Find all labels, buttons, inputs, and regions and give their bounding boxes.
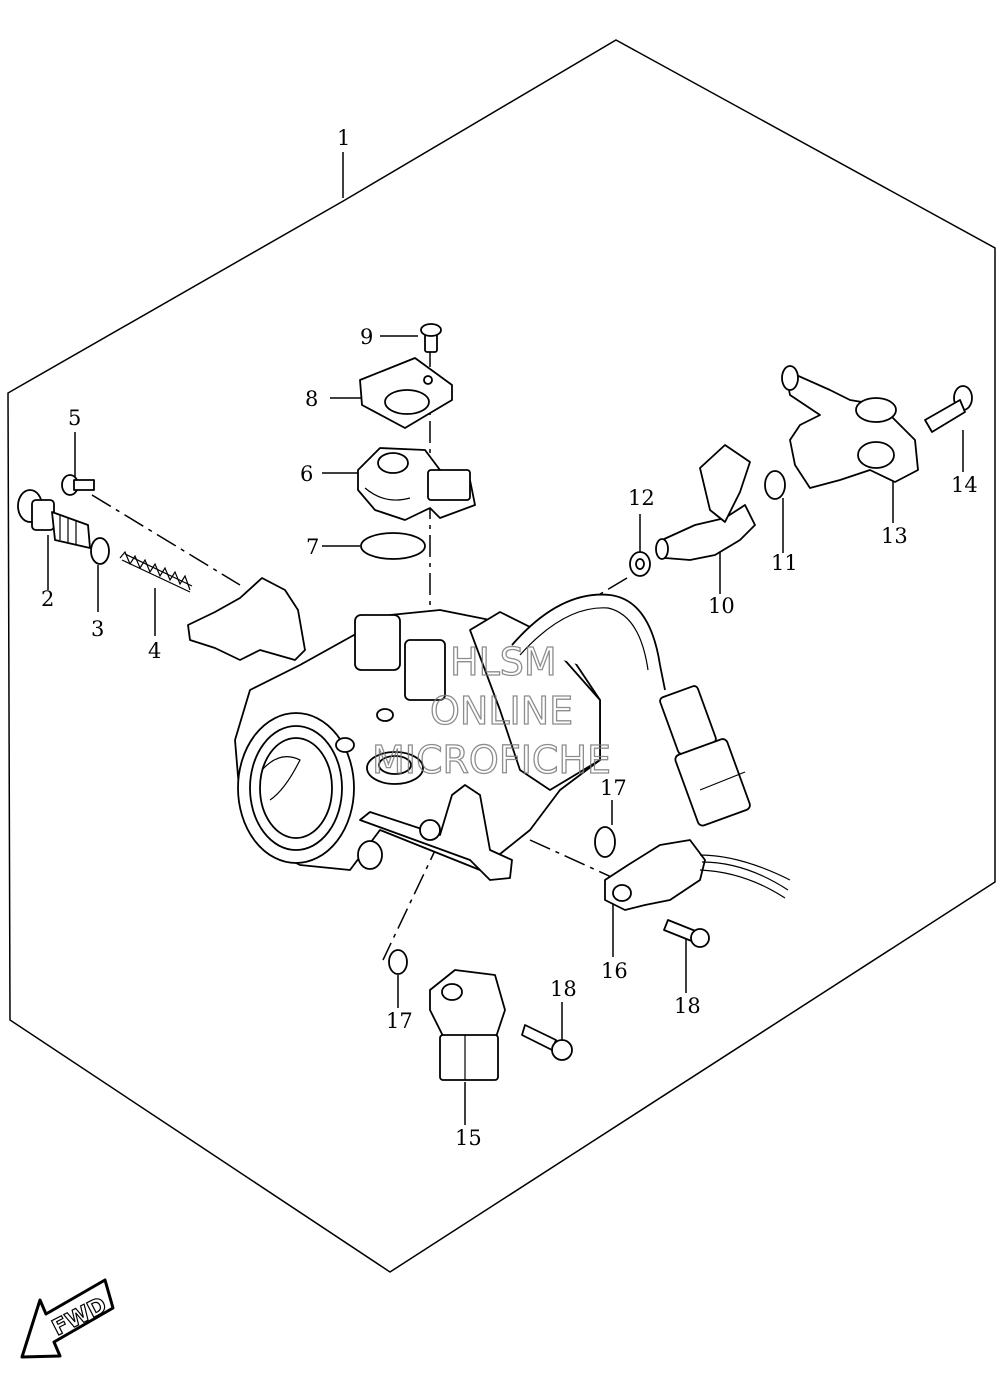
watermark: HLSM ONLINE MICROFICHE	[371, 639, 611, 782]
part-18-bolt-upper	[663, 919, 710, 948]
callout-15: 15	[455, 1126, 482, 1150]
part-17-oring-lower	[388, 949, 408, 975]
part-10-injector	[655, 444, 756, 561]
part-18-bolt-lower	[521, 1024, 573, 1061]
callout-10: 10	[708, 594, 735, 618]
leader-lines	[47, 152, 964, 1125]
part-6-sensor	[357, 447, 476, 521]
callout-2: 2	[41, 587, 54, 611]
callout-3: 3	[91, 617, 104, 641]
assembly-boundary	[7, 39, 996, 1273]
callout-7: 7	[306, 535, 319, 559]
part-15-sensor	[429, 969, 506, 1081]
fwd-arrow-icon: FWD	[20, 1278, 115, 1359]
callout-17-upper: 17	[600, 776, 627, 800]
part-2-adjuster	[17, 489, 91, 549]
watermark-line-3: MICROFICHE	[372, 738, 611, 782]
part-16-sensor	[604, 839, 791, 911]
part-9-screw	[420, 323, 442, 353]
part-14-bolt	[924, 385, 973, 433]
callout-17-lower: 17	[386, 1009, 413, 1033]
callout-12: 12	[628, 486, 655, 510]
part-17-oring-upper	[594, 826, 616, 858]
part-5-screw	[61, 474, 95, 496]
part-13-delivery-pipe	[781, 365, 919, 489]
callout-5: 5	[68, 406, 81, 430]
part-4-spring	[119, 550, 193, 593]
callout-14: 14	[951, 473, 978, 497]
callout-9: 9	[360, 325, 373, 349]
callout-13: 13	[881, 524, 908, 548]
callout-16: 16	[601, 959, 628, 983]
callout-18-upper: 18	[674, 994, 701, 1018]
callout-4: 4	[148, 639, 161, 663]
callout-labels: 1 2 3 4 5 6 7 8 9 10 11 12 13 14 15 16 1…	[41, 126, 978, 1150]
part-12-washer	[629, 551, 651, 577]
part-1-throttle-body	[187, 577, 751, 881]
callout-6: 6	[300, 462, 313, 486]
part-7-oring	[360, 532, 426, 560]
watermark-line-1: HLSM	[450, 640, 557, 684]
callout-18-lower: 18	[550, 977, 577, 1001]
callout-1: 1	[337, 126, 350, 150]
callout-11: 11	[771, 551, 798, 575]
part-3-oring	[90, 537, 110, 565]
part-8-bracket	[359, 357, 453, 429]
watermark-line-2: ONLINE	[430, 689, 573, 733]
callout-8: 8	[305, 387, 318, 411]
part-11-oring	[764, 470, 786, 500]
